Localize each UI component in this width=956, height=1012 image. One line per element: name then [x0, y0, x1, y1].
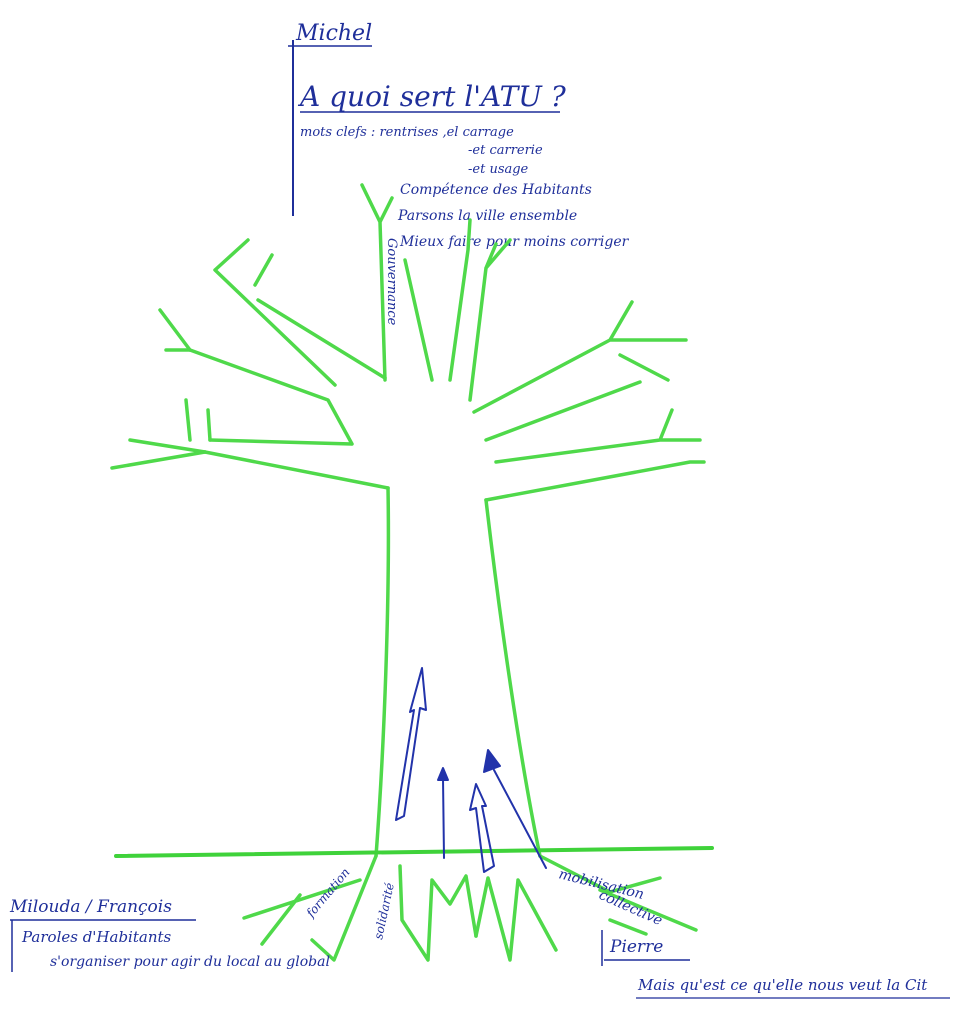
arrow-hollow-tall [395, 667, 427, 821]
root-label-solidarite: solidarité [371, 882, 397, 941]
competence-line: Compétence des Habitants [400, 182, 592, 198]
tree-outline [110, 183, 706, 962]
root-center-right [474, 876, 558, 962]
trunk-label-gouvernance: Gouvernance [384, 238, 399, 326]
branch-left-low-lower [110, 450, 207, 470]
arrow-hollow-right [469, 783, 495, 873]
branch-center-mid-right [448, 218, 472, 382]
root-label-formation: formation [303, 865, 353, 920]
top-text-block: Michel A quoi sert l'ATU ? mots clefs : … [288, 21, 630, 250]
sorganiser-line: s'organiser pour agir du local au global [50, 954, 330, 970]
branch-right-mid [484, 380, 702, 464]
growth-arrows [395, 667, 547, 873]
arrow-thin-center [437, 767, 449, 859]
bottom-right-block: Pierre Mais qu'est ce qu'elle nous veut … [601, 930, 950, 999]
branch-center-mid-left [403, 258, 434, 382]
ground-line [114, 846, 714, 858]
branch-center-left [360, 183, 394, 382]
author-milouda-francois: Milouda / François [9, 897, 172, 917]
branch-left-up-inner [256, 298, 387, 380]
trunk-left-edge [374, 486, 391, 858]
mieux-line: Mieux faire pour moins corriger [399, 234, 630, 250]
author-pierre: Pierre [609, 937, 663, 957]
branch-left-low-upper [203, 450, 390, 490]
question-title: A quoi sert l'ATU ? [297, 80, 567, 113]
keywords-line: mots clefs : rentrises ,el carrage [300, 125, 514, 140]
keywords-line-2: -et carrerie [468, 143, 543, 158]
root-center-left [398, 864, 478, 962]
branch-right-up [472, 300, 688, 414]
branch-center-right [468, 238, 512, 402]
root-right-branch [538, 854, 698, 936]
branch-left-low-twig [128, 398, 207, 454]
mais-line: Mais qu'est ce qu'elle nous veut la Cit [637, 976, 928, 994]
trunk-right-edge [484, 498, 542, 858]
branch-right-low [484, 460, 706, 502]
branch-left-mid-twig [164, 348, 212, 442]
arrow-long-right [483, 749, 547, 869]
root-left-outer [310, 854, 378, 962]
author-michel: Michel [295, 21, 372, 46]
branch-left-mid [158, 308, 354, 446]
paroles-habitants: Paroles d'Habitants [21, 928, 172, 946]
branch-left-up [213, 238, 337, 387]
keywords-line-3: -et usage [468, 162, 529, 177]
root-left-branch [242, 878, 362, 946]
parsons-line: Parsons la ville ensemble [397, 208, 577, 224]
bottom-left-block: Milouda / François Paroles d'Habitants s… [9, 897, 330, 972]
